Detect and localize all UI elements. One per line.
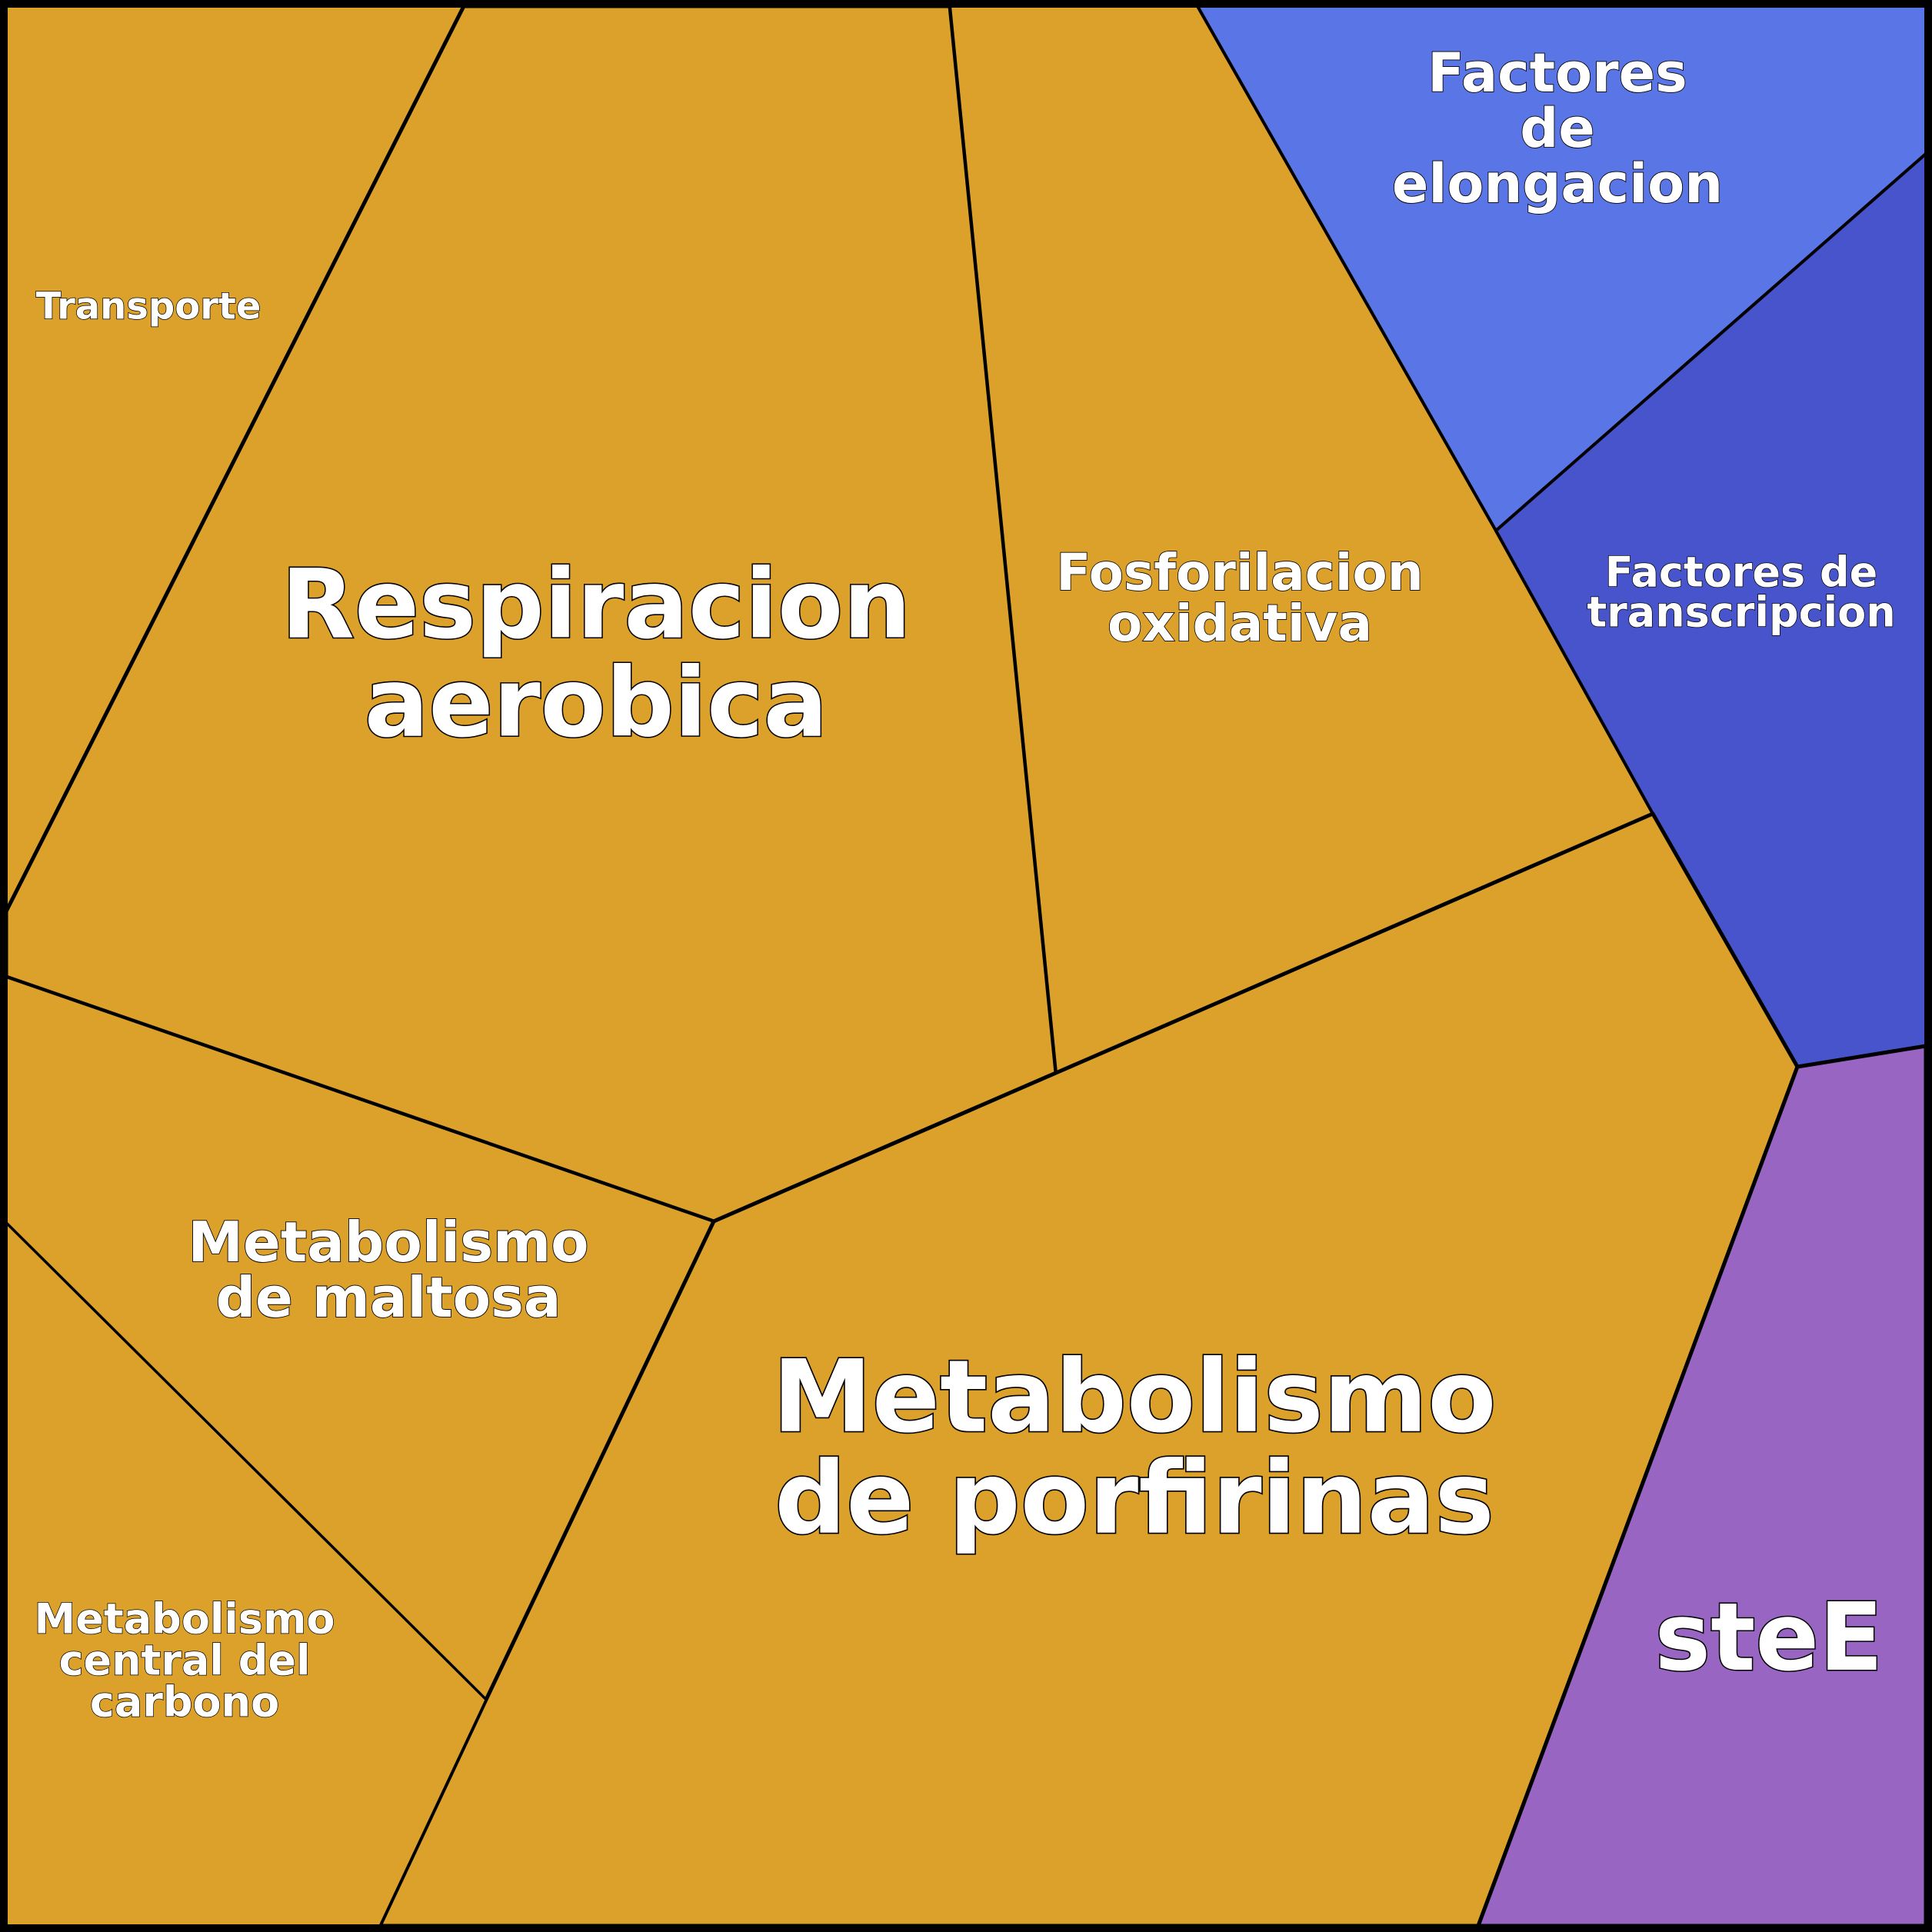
cell-label-line: carbono (90, 1677, 279, 1726)
cell-label-line: Fosforilacion (1056, 543, 1424, 602)
cell-label-line: Metabolismo (35, 1594, 335, 1643)
cell-label-line: transcripcion (1587, 588, 1895, 636)
cell-label-stee: steE (1654, 1583, 1883, 1692)
cell-label-line: aerobica (365, 648, 828, 759)
cell-label-line: de maltosa (215, 1265, 561, 1330)
cell-label-line: Transporte (36, 285, 261, 328)
cell-label-line: de (1520, 97, 1595, 160)
cell-label-line: Factores de (1605, 548, 1878, 596)
cell-label-line: Metabolismo (772, 1338, 1496, 1455)
cell-label-line: Factores (1427, 42, 1687, 105)
cell-label-line: de porfirinas (774, 1440, 1494, 1557)
cell-label-line: Respiracion (281, 550, 911, 661)
cell-label-line: Metabolismo (188, 1210, 588, 1274)
cell-label-line: oxidativa (1108, 594, 1372, 653)
cell-label-line: elongacion (1392, 152, 1723, 215)
cell-label-transporte: Transporte (36, 285, 261, 328)
cell-label-line: steE (1654, 1583, 1883, 1692)
cell-label-line: central del (58, 1636, 310, 1684)
